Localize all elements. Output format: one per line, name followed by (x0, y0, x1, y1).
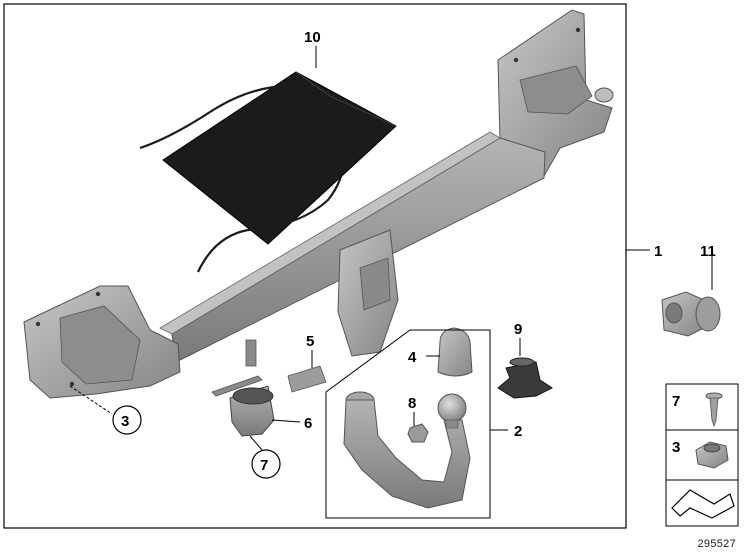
document-number: 295527 (697, 538, 736, 550)
legend-screw-label: 7 (672, 393, 680, 410)
tow-bar-crossmember (23, 9, 614, 399)
storage-bag (139, 71, 397, 273)
nut-icon (695, 441, 729, 469)
callout-7: 7 (260, 457, 268, 474)
ball-cap (437, 327, 473, 377)
callout-11: 11 (700, 243, 716, 260)
socket-part (229, 385, 275, 437)
callout-5: 5 (306, 333, 314, 350)
leader-lines (69, 46, 713, 451)
ball-neck (343, 391, 471, 509)
callout-8: 8 (408, 395, 416, 412)
mounting-plate (211, 365, 327, 397)
main-frame (3, 3, 627, 529)
screw-icon (705, 392, 723, 428)
callout-10: 10 (304, 29, 321, 46)
callout-6: 6 (304, 415, 312, 432)
callout-4: 4 (408, 349, 417, 366)
legend-panel: 7 3 (665, 383, 739, 527)
legend-nut-label: 3 (672, 439, 680, 456)
small-nut-8 (407, 423, 429, 443)
callout-3-circle: 3 (112, 405, 142, 435)
callout-1: 1 (654, 243, 662, 260)
arrow-icon (671, 489, 735, 519)
callout-2: 2 (514, 423, 522, 440)
ball-neck-box (325, 329, 491, 519)
callout-9: 9 (514, 321, 522, 338)
bolt-11 (661, 291, 721, 337)
rubber-boot (497, 357, 553, 399)
callout-7-circle: 7 (251, 449, 281, 479)
callout-3: 3 (121, 413, 129, 430)
